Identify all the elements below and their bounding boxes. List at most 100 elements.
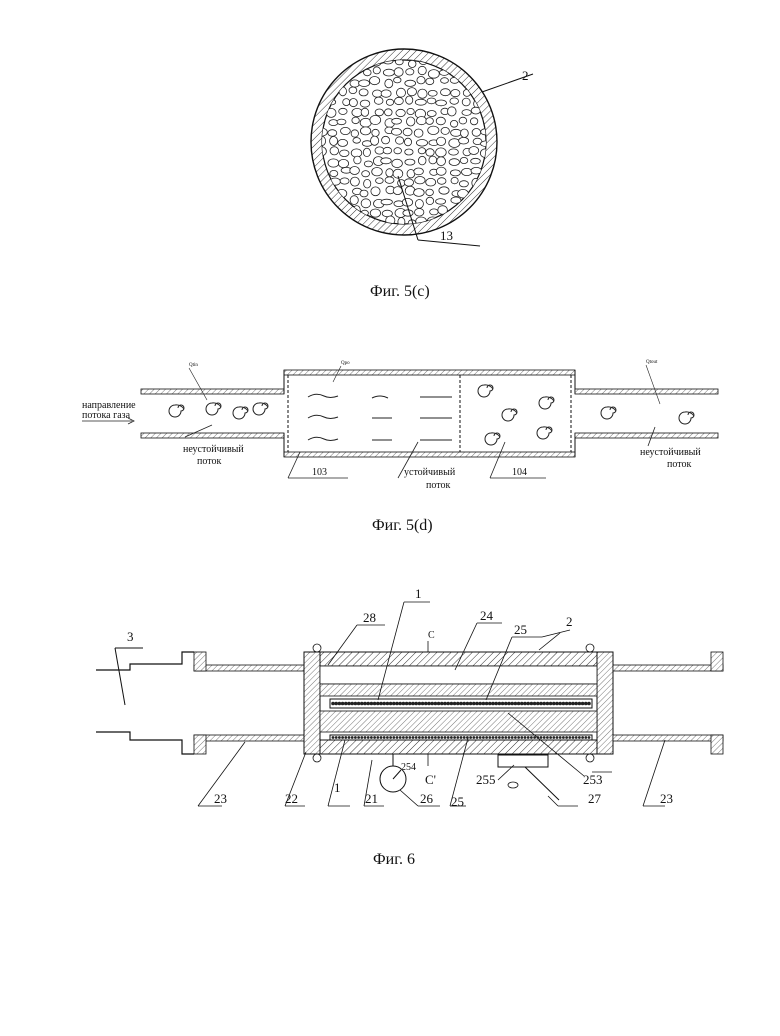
pebble	[461, 129, 469, 137]
pebble	[437, 157, 446, 166]
pebble	[375, 109, 383, 116]
pebble	[381, 158, 392, 164]
unstable-left-line1: неустойчивый	[183, 444, 244, 455]
bead	[364, 736, 367, 739]
bead	[476, 736, 479, 739]
bead	[549, 702, 553, 706]
bead	[568, 702, 572, 706]
pebble	[406, 69, 414, 75]
pebble	[415, 200, 423, 209]
label-23-left: 23	[214, 791, 227, 806]
bead	[370, 736, 373, 739]
pebble	[417, 77, 425, 84]
pebble	[340, 150, 349, 157]
bead	[546, 736, 549, 739]
bead	[354, 736, 357, 739]
label-2-fig6: 2	[566, 614, 573, 629]
pebble	[385, 79, 393, 88]
pebble	[404, 138, 411, 146]
pebble	[363, 148, 370, 156]
bead	[584, 702, 588, 706]
bead	[472, 736, 475, 739]
pebble	[396, 109, 405, 116]
pebble	[371, 187, 380, 196]
bead	[443, 702, 447, 706]
bead	[430, 702, 434, 706]
label-28: 28	[363, 610, 376, 625]
bead	[363, 702, 367, 706]
pebble	[404, 179, 413, 186]
pebble	[462, 168, 473, 175]
bead	[571, 702, 575, 706]
bead	[382, 702, 386, 706]
pebble	[403, 128, 412, 136]
label-qtin: Qtin	[189, 363, 198, 368]
pipe-right-wall-top	[575, 389, 718, 394]
bead	[488, 736, 491, 739]
bead	[347, 702, 351, 706]
pebble	[436, 100, 447, 106]
pebble	[415, 99, 426, 105]
pebble	[350, 167, 360, 175]
pebble	[383, 69, 394, 76]
bead	[555, 702, 559, 706]
bead	[527, 736, 530, 739]
pebble	[354, 156, 361, 164]
pebble	[436, 117, 445, 125]
pebble	[364, 179, 371, 188]
bead	[440, 736, 443, 739]
label-104: 104	[512, 467, 527, 478]
core-separator	[320, 711, 597, 732]
pipe-left-wall-bottom	[141, 433, 284, 438]
pebble	[451, 129, 462, 136]
pebble	[407, 117, 415, 126]
pebble	[430, 209, 439, 215]
bead	[462, 702, 466, 706]
bead	[552, 702, 556, 706]
pebble	[381, 90, 391, 97]
label-27: 27	[588, 791, 602, 806]
bead	[414, 702, 418, 706]
body-flange-left	[304, 652, 320, 754]
bead	[405, 736, 408, 739]
bead	[338, 702, 342, 706]
pebble	[394, 68, 403, 77]
body-flange-right	[597, 652, 613, 754]
pebble	[359, 89, 368, 96]
bead	[396, 736, 399, 739]
caption-5c: Фиг. 5(с)	[370, 283, 430, 300]
pebble	[374, 97, 383, 104]
bead	[588, 736, 591, 739]
bead	[523, 702, 527, 706]
bead	[421, 736, 424, 739]
bead	[485, 736, 488, 739]
flange-right	[711, 652, 723, 671]
pebble	[330, 170, 338, 176]
pebble	[459, 181, 468, 187]
pebble	[350, 177, 359, 186]
bead	[341, 736, 344, 739]
bead	[559, 736, 562, 739]
bead	[367, 736, 370, 739]
pebble	[376, 178, 384, 184]
pebble	[351, 130, 358, 137]
bead	[351, 736, 354, 739]
bead	[386, 736, 389, 739]
pebble	[427, 111, 436, 117]
bead	[552, 736, 555, 739]
bead	[495, 736, 498, 739]
caption-5d: Фиг. 5(d)	[372, 517, 433, 534]
bead	[360, 702, 364, 706]
bead	[338, 736, 341, 739]
pebble	[361, 199, 371, 208]
bead	[446, 702, 450, 706]
bead	[466, 702, 470, 706]
bead	[556, 736, 559, 739]
bead	[562, 702, 566, 706]
pebble	[330, 137, 338, 146]
pebble	[418, 66, 426, 74]
pebble	[471, 158, 481, 164]
figure-6: 3 C C'	[96, 586, 723, 868]
pebble	[450, 98, 459, 104]
bead	[508, 736, 511, 739]
